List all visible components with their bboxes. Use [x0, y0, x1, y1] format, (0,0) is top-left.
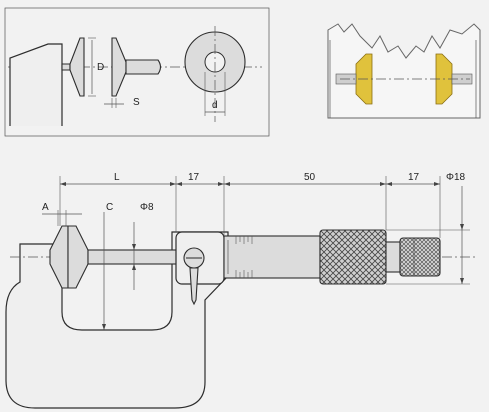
spindle-disc	[111, 37, 127, 97]
dim-spindle-arrow-bottom	[132, 264, 136, 270]
label-thickness: S	[133, 97, 140, 108]
anvil-stem	[61, 63, 71, 71]
ratchet-neck	[385, 241, 401, 273]
label-dim-50: 50	[304, 172, 316, 183]
label-frame-depth: C	[106, 202, 113, 213]
spindle-disc-main	[67, 225, 89, 289]
detail-frame	[4, 7, 270, 137]
label-dim-17-right: 17	[408, 172, 420, 183]
sleeve	[223, 235, 321, 279]
detail-view-panel: D S d	[4, 7, 270, 137]
label-bore: d	[212, 100, 218, 111]
gear-application-view	[327, 23, 481, 119]
spindle-stem	[125, 59, 162, 75]
ratchet[interactable]	[399, 237, 441, 277]
sleeve-scale-ticks	[235, 236, 253, 278]
label-diameter: D	[97, 62, 104, 73]
dim-frame-depth-arrow	[102, 324, 106, 330]
dim-thimble-arrow-top	[460, 224, 464, 230]
micrometer-main-view: L 17 50 17 A C Φ8 Φ18	[5, 172, 475, 409]
lock-lever[interactable]	[189, 267, 199, 306]
label-spindle-diameter: Φ8	[140, 202, 154, 213]
dim-arrow-marks	[60, 182, 440, 186]
anvil-block	[9, 43, 63, 126]
dim-thimble-arrow-bottom	[460, 278, 464, 284]
spindle	[87, 249, 179, 265]
anvil-disc	[69, 37, 85, 97]
label-anvil-width: A	[42, 202, 49, 213]
label-length: L	[114, 172, 120, 183]
gear-teeth	[327, 23, 481, 119]
thimble[interactable]	[319, 229, 387, 285]
label-dim-17-left: 17	[188, 172, 200, 183]
dim-spindle-arrow-top	[132, 244, 136, 250]
label-thimble-diameter: Φ18	[446, 172, 466, 183]
